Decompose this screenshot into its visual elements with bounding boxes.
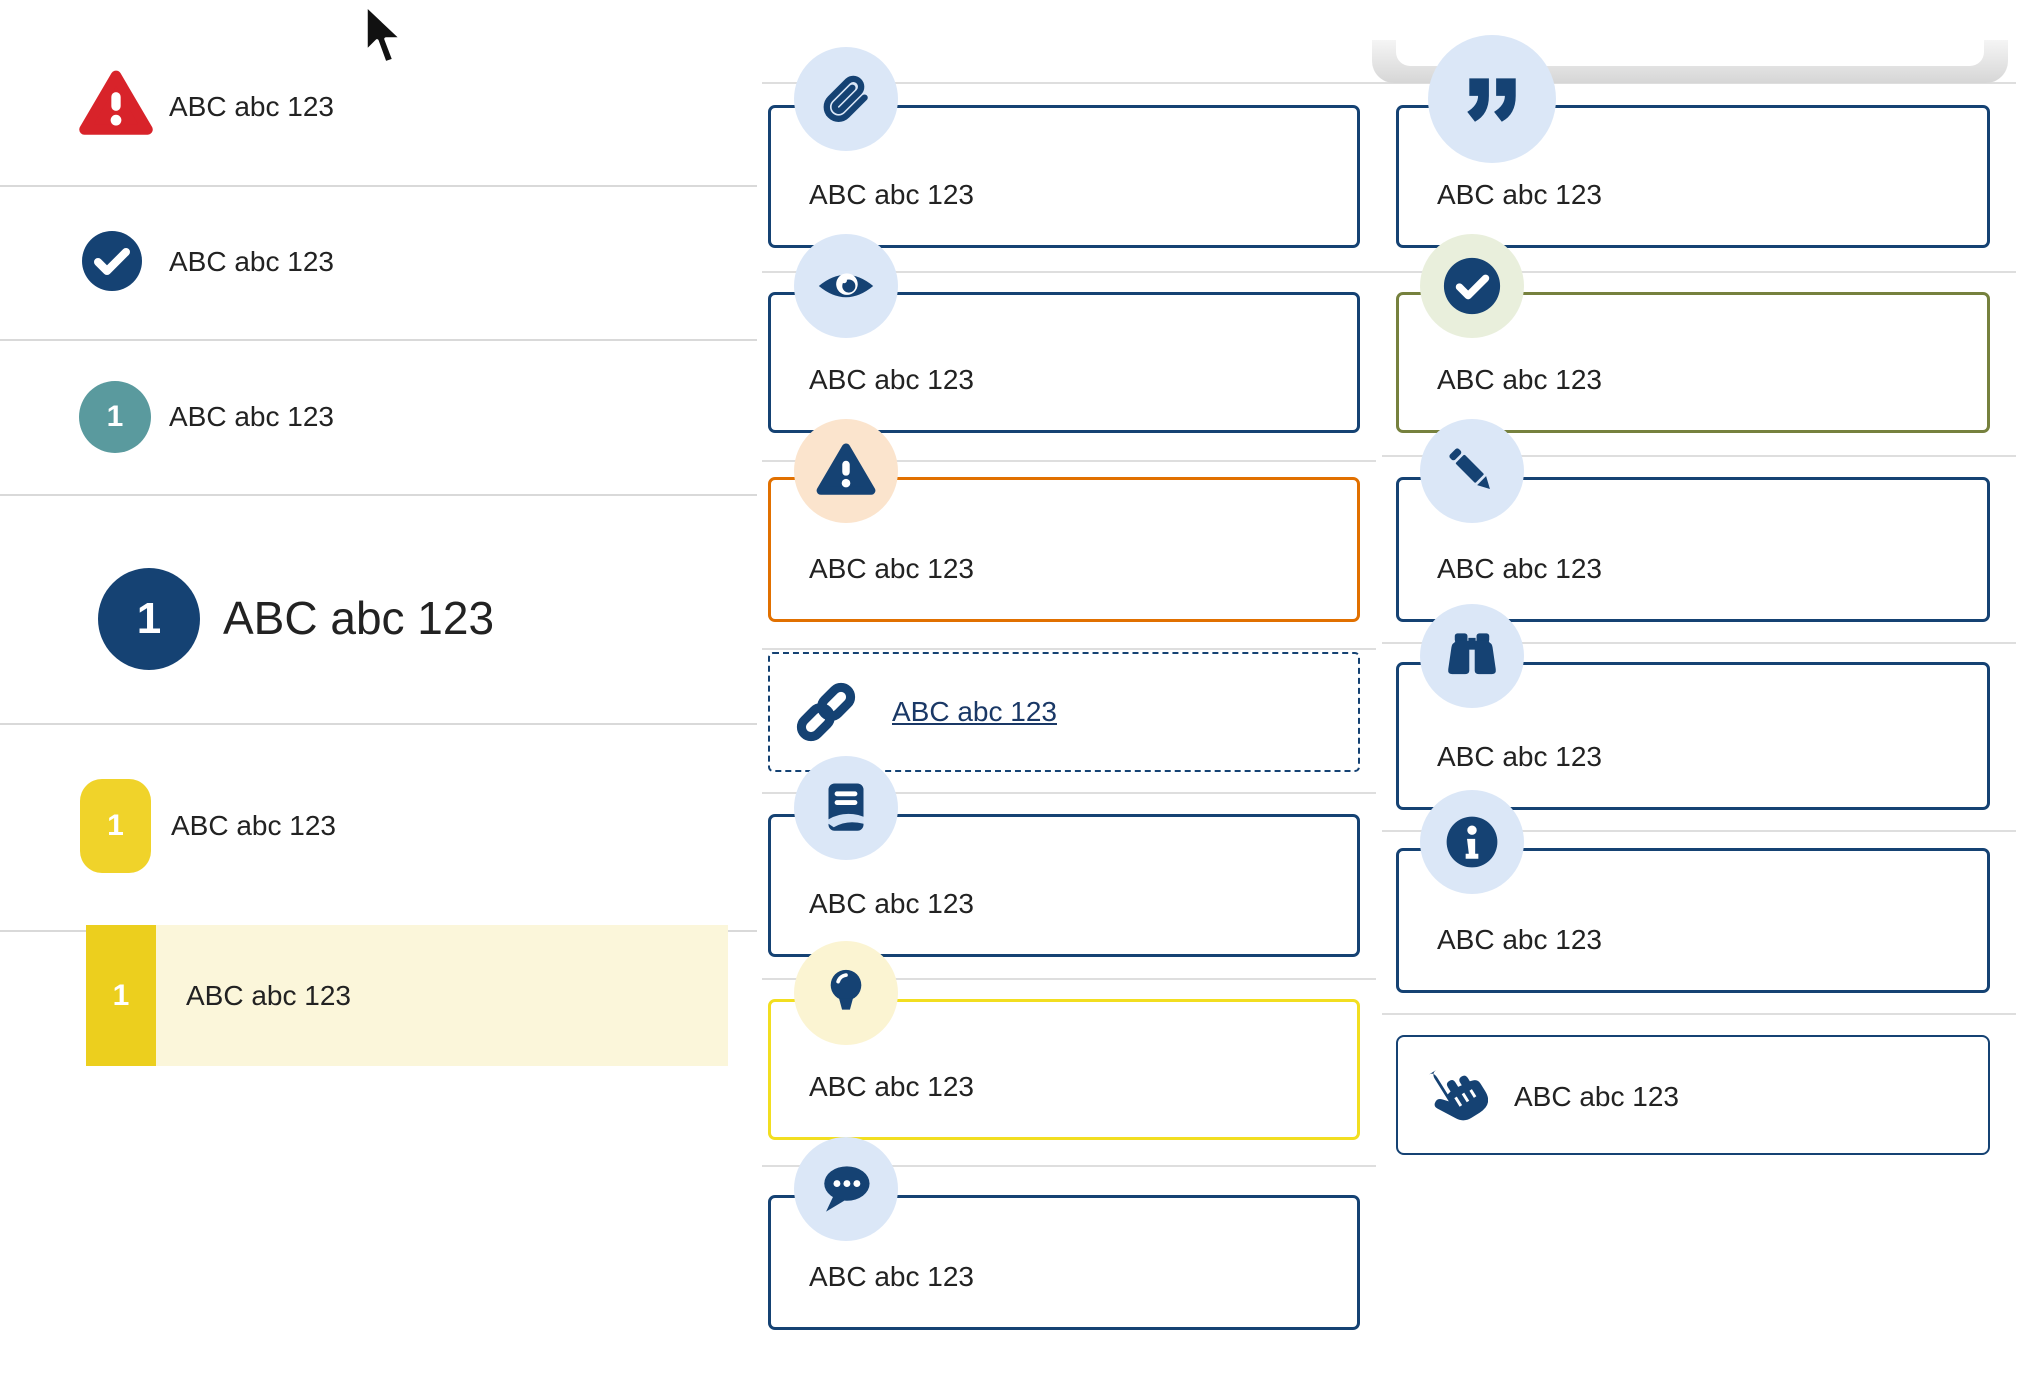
card-label: ABC abc 123 <box>809 553 974 584</box>
card-label: ABC abc 123 <box>809 1261 974 1292</box>
row-separator <box>762 271 2016 273</box>
card-label: ABC abc 123 <box>1437 553 1602 584</box>
list-item-label: ABC abc 123 <box>169 91 334 122</box>
check-circle-icon <box>80 229 144 293</box>
binoculars-icon <box>1420 604 1524 708</box>
check-circle-icon <box>1420 234 1524 338</box>
row-separator <box>1382 1013 2016 1015</box>
row-separator <box>762 978 1376 980</box>
card-label: ABC abc 123 <box>809 1071 974 1102</box>
quote-icon <box>1428 35 1556 163</box>
card-label: ABC abc 123 <box>1437 741 1602 772</box>
info-icon <box>1420 790 1524 894</box>
card-label: ABC abc 123 <box>809 364 974 395</box>
callout-card-link: ABC abc 123 <box>768 652 1360 772</box>
mouse-cursor <box>356 2 408 70</box>
teal-number-badge: 1 <box>79 381 151 453</box>
list-item-label: ABC abc 123 <box>223 592 495 644</box>
divider <box>0 723 757 725</box>
callout-link[interactable]: ABC abc 123 <box>892 696 1057 727</box>
row-separator <box>762 648 1376 650</box>
yellow-number-badge: 1 <box>80 779 151 873</box>
card-label: ABC abc 123 <box>809 888 974 919</box>
yellow-number-badge-selected: 1 <box>86 925 156 1066</box>
card-label: ABC abc 123 <box>1437 364 1602 395</box>
row-separator <box>1382 830 2016 832</box>
divider <box>0 339 757 341</box>
callout-card-search: ABC abc 123 <box>1396 662 1990 810</box>
row-separator <box>1382 642 2016 644</box>
paperclip-icon <box>794 47 898 151</box>
list-item-label: ABC abc 123 <box>186 980 351 1011</box>
row-separator <box>1382 455 2016 457</box>
callout-card-success: ABC abc 123 <box>1396 292 1990 433</box>
selected-row-highlight <box>86 925 728 1066</box>
card-label: ABC abc 123 <box>1437 924 1602 955</box>
lightbulb-icon <box>794 941 898 1045</box>
row-separator <box>762 792 1376 794</box>
chat-bubble-icon <box>794 1137 898 1241</box>
link-chain-icon <box>792 678 860 746</box>
card-label: ABC abc 123 <box>1514 1081 1679 1112</box>
warning-triangle-icon <box>794 419 898 523</box>
list-item-label: ABC abc 123 <box>169 401 334 432</box>
book-icon <box>794 756 898 860</box>
pencil-icon <box>1420 419 1524 523</box>
divider <box>0 185 757 187</box>
alert-triangle-icon <box>78 70 154 140</box>
row-separator <box>762 82 2016 84</box>
row-separator <box>762 460 1376 462</box>
list-item-label: ABC abc 123 <box>169 246 334 277</box>
eye-icon <box>794 234 898 338</box>
card-label: ABC abc 123 <box>1437 179 1602 210</box>
row-separator <box>762 1165 1376 1167</box>
callout-card-action[interactable]: ABC abc 123 <box>1396 1035 1990 1155</box>
navy-number-badge-large: 1 <box>98 568 200 670</box>
list-item-label: ABC abc 123 <box>171 810 336 841</box>
callout-card-tip: ABC abc 123 <box>768 999 1360 1140</box>
card-label: ABC abc 123 <box>809 179 974 210</box>
hand-pointer-icon <box>1416 1059 1488 1135</box>
divider <box>0 494 757 496</box>
